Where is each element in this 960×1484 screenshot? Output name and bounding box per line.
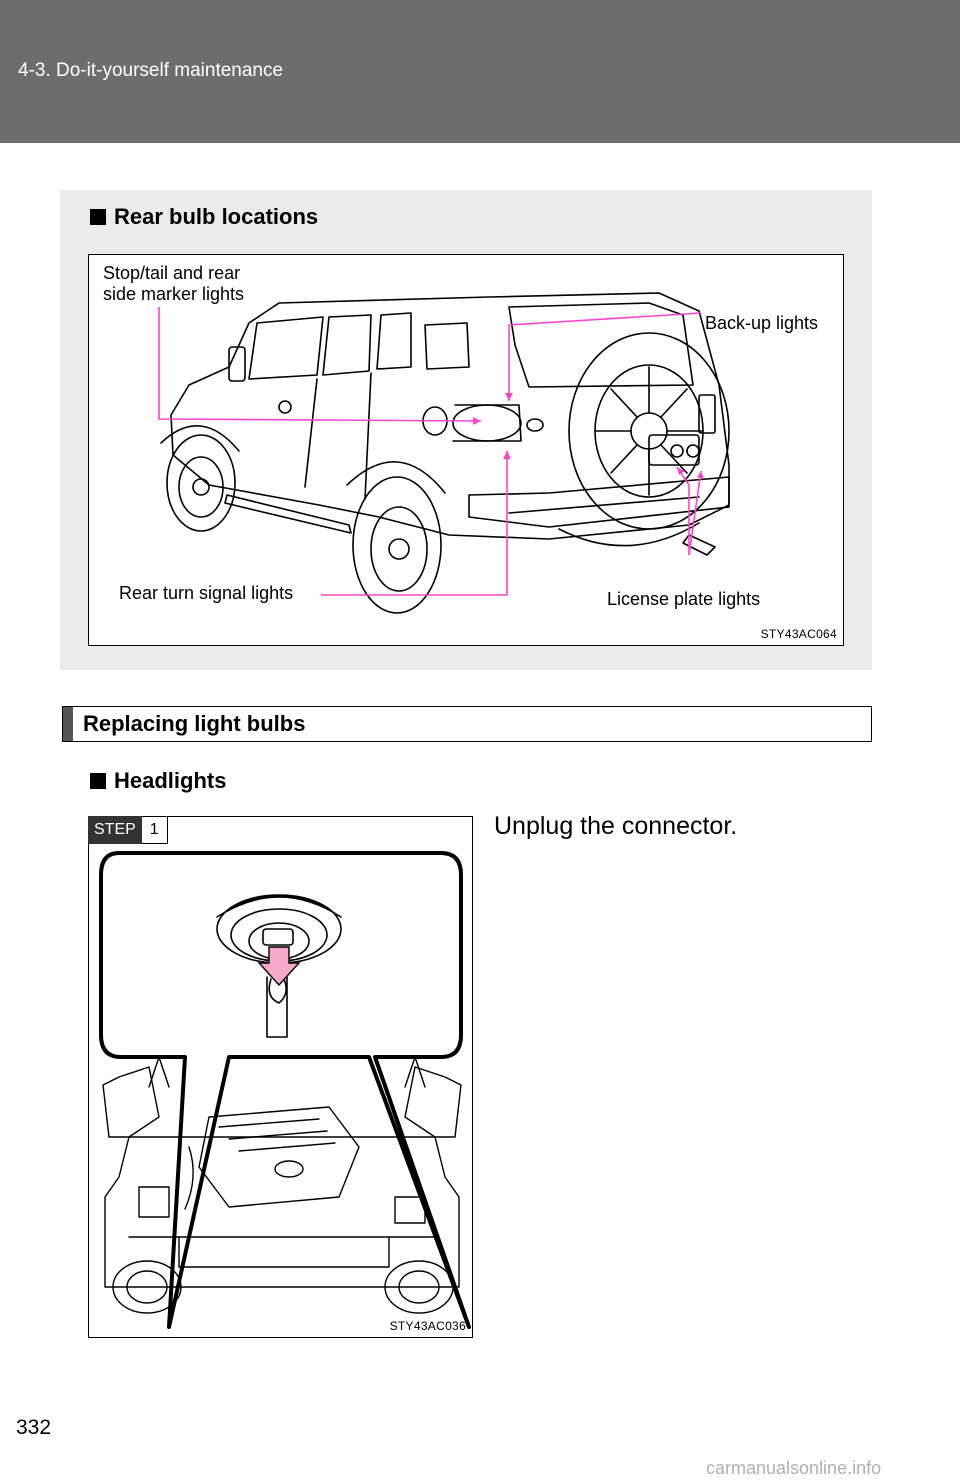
headlight-figure-code: STY43AC036 (389, 1319, 466, 1333)
watermark: carmanualsonline.info (706, 1458, 882, 1478)
rear-vehicle-figure: Stop/tail and rear side marker lights Ba… (88, 254, 844, 646)
engine-bay-illustration (99, 851, 471, 1329)
callout-backup-lights: Back-up lights (705, 313, 819, 333)
page-header: 4-3. Do-it-yourself maintenance (0, 0, 960, 143)
section-heading-title: Replacing light bulbs (83, 711, 306, 736)
page-number: 332 (16, 1416, 52, 1439)
square-bullet-icon (90, 773, 106, 789)
headlights-heading: Headlights (90, 768, 226, 794)
rear-vehicle-illustration (158, 292, 730, 614)
square-bullet-icon (90, 209, 106, 225)
section-heading-marker (63, 707, 73, 741)
headlights-title: Headlights (114, 768, 227, 793)
step-instruction: Unplug the connector. (494, 812, 738, 840)
step-label: STEP (88, 816, 142, 844)
section-breadcrumb: 4-3. Do-it-yourself maintenance (18, 60, 284, 81)
rear-figure-code: STY43AC064 (760, 627, 837, 641)
callout-license-plate-lights: License plate lights (607, 589, 761, 609)
step-tag: STEP 1 (88, 816, 168, 844)
rear-bulb-title: Rear bulb locations (114, 204, 319, 229)
section-heading-bar: Replacing light bulbs (62, 706, 872, 742)
step-number: 1 (141, 816, 168, 844)
rear-bulb-heading: Rear bulb locations (90, 204, 318, 230)
headlight-step-figure: STY43AC036 (88, 816, 473, 1338)
callout-rear-turn-signal: Rear turn signal lights (119, 583, 294, 603)
callout-stop-tail-lights: Stop/tail and rear side marker lights (103, 263, 245, 304)
